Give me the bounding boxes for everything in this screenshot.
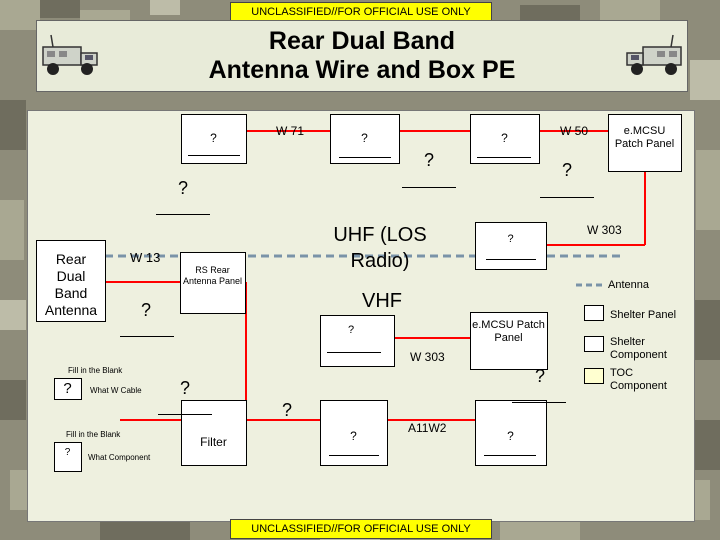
blank-question-float: ? <box>141 300 152 320</box>
title-line-2: Antenna Wire and Box PE <box>208 56 516 84</box>
rs-rear-antenna-panel-label: RS Rear Antenna Panel <box>182 265 243 286</box>
blank-question: ? <box>507 429 514 443</box>
blank-line <box>158 414 212 415</box>
blank-line <box>188 155 240 156</box>
blank-question-float: ? <box>562 160 573 180</box>
legend-toc-component-label: TOC Component <box>610 367 667 392</box>
label-uhf: UHF (LOS Radio) <box>333 224 427 272</box>
cable-blank-box-2: ? <box>330 114 400 164</box>
blank-question: ? <box>64 447 71 458</box>
blank-line <box>486 259 536 260</box>
label-w303-mid: W 303 <box>410 350 445 364</box>
rear-dual-band-antenna-label: Rear Dual Band Antenna <box>44 251 98 318</box>
emcsu-patch-panel-top-box: e.MCSU Patch Panel <box>608 114 682 172</box>
filter-box: Filter <box>181 400 247 466</box>
label-w303-right: W 303 <box>587 223 622 237</box>
rear-dual-band-antenna-box: Rear Dual Band Antenna <box>36 240 106 322</box>
blank-question-float: ? <box>180 378 191 398</box>
blank-line <box>477 157 531 158</box>
title-line-1: Rear Dual Band <box>268 27 456 55</box>
legend-fill-component-title: Fill in the Blank <box>66 430 121 439</box>
blank-question: ? <box>210 131 217 145</box>
label-w50: W 50 <box>560 124 589 138</box>
legend-toc-component-swatch <box>584 368 604 384</box>
label-a11w2: A11W2 <box>408 421 447 435</box>
component-blank-box-right: ? <box>475 222 547 270</box>
blank-question: ? <box>507 233 514 245</box>
blank-line <box>512 402 566 403</box>
blank-question-float: ? <box>282 400 293 420</box>
legend-fill-wire-title: Fill in the Blank <box>68 366 123 375</box>
filter-label: Filter <box>200 435 227 449</box>
blank-question: ? <box>347 324 355 336</box>
label-w13: W 13 <box>130 250 161 265</box>
legend-antenna-line <box>576 283 606 287</box>
cable-blank-box-bottom-1: ? <box>320 400 388 466</box>
blank-line <box>402 187 456 188</box>
legend-shelter-panel-label: Shelter Panel <box>610 309 677 321</box>
component-blank-box-mid: ? <box>320 315 395 367</box>
legend-what-w-cable: What W Cable <box>90 386 142 395</box>
legend-shelter-panel-swatch <box>584 305 604 321</box>
blank-question: ? <box>361 131 368 145</box>
blank-line <box>120 336 174 337</box>
legend-shelter-component-label: Shelter Component <box>610 336 667 361</box>
legend-what-component: What Component <box>88 453 151 462</box>
label-w71: W 71 <box>276 124 305 138</box>
blank-line <box>484 455 536 456</box>
emcsu-patch-panel-label: e.MCSU Patch Panel <box>472 319 545 344</box>
legend-component-blank-box: ? <box>54 442 82 472</box>
classification-banner-top: UNCLASSIFIED//FOR OFFICIAL USE ONLY <box>230 2 492 22</box>
blank-question-float: ? <box>424 150 435 170</box>
military-truck-icon <box>42 34 98 75</box>
label-vhf: VHF <box>362 290 402 312</box>
blank-line <box>156 214 210 215</box>
blank-question: ? <box>63 380 72 397</box>
cable-blank-box-1: ? <box>181 114 247 164</box>
emcsu-patch-panel-mid-box: e.MCSU Patch Panel <box>470 312 548 370</box>
page-title: Rear Dual Band Antenna Wire and Box PE <box>37 27 687 85</box>
blank-line <box>339 157 391 158</box>
blank-line <box>540 197 594 198</box>
blank-line <box>327 352 381 353</box>
classification-banner-bottom: UNCLASSIFIED//FOR OFFICIAL USE ONLY <box>230 519 492 539</box>
cable-blank-box-bottom-2: ? <box>475 400 547 466</box>
legend-shelter-component-swatch <box>584 336 604 352</box>
cable-blank-box-3: ? <box>470 114 540 164</box>
legend-wire-blank-box: ? <box>54 378 82 400</box>
emcsu-patch-panel-label: e.MCSU Patch Panel <box>614 125 675 150</box>
blank-line <box>329 455 379 456</box>
blank-question-float: ? <box>535 366 546 386</box>
blank-question: ? <box>501 131 508 145</box>
blank-question: ? <box>350 429 357 443</box>
rs-rear-antenna-panel-box: RS Rear Antenna Panel <box>180 252 246 314</box>
blank-question-float: ? <box>178 178 189 198</box>
legend-antenna-label: Antenna <box>608 279 649 291</box>
military-truck-icon <box>626 34 682 75</box>
title-box: Rear Dual Band Antenna Wire and Box PE <box>36 20 688 92</box>
